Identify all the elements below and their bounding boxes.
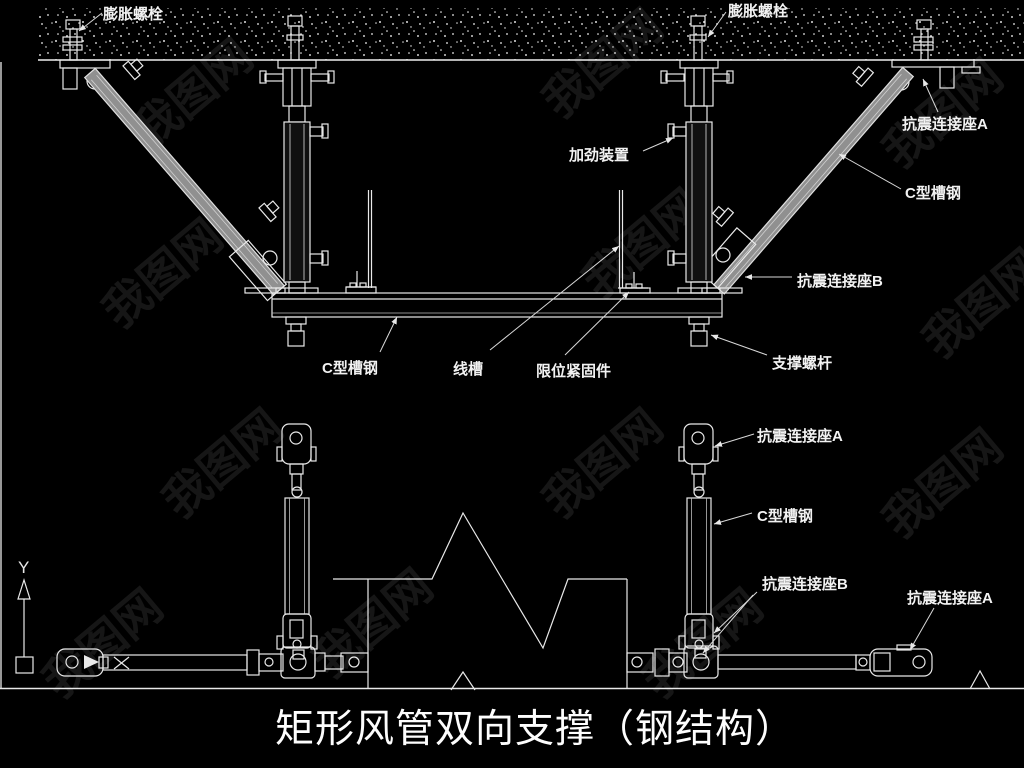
annotation-labels: 膨胀螺栓 膨胀螺栓 抗震连接座A C型槽钢 加劲装置 抗震连接座B C型槽钢 线…: [103, 2, 993, 607]
brace-bolt: [258, 200, 280, 223]
leader-plan-c-channel: [713, 512, 753, 525]
brace-bolt: [122, 58, 144, 81]
label-limit-fastener: 限位紧固件: [536, 362, 611, 380]
support-bolt-left: [285, 316, 307, 347]
drawing-title: 矩形风管双向支撑（钢结构）: [275, 707, 795, 752]
label-c-channel-upper: C型槽钢: [905, 184, 961, 202]
leader-limit-fastener: [564, 291, 630, 356]
hanger-left: [259, 15, 335, 294]
label-wire-trough: 线槽: [453, 360, 483, 378]
label-c-channel-lower: C型槽钢: [322, 359, 378, 377]
plan-horizontal-member-left: [56, 646, 369, 679]
label-expansion-bolt-right: 膨胀螺栓: [728, 2, 788, 20]
leader-plan-seat-a-right: [909, 607, 935, 651]
wire-trough-partition-right: [618, 190, 651, 294]
leader-plan-seat-a-top: [714, 433, 755, 447]
leader-support-rod: [710, 334, 768, 356]
horizontal-channel: [271, 292, 723, 318]
label-stiffener: 加劲装置: [568, 146, 629, 164]
leader-stiffener: [642, 137, 674, 152]
slab-hatch: [38, 8, 1024, 60]
hanger-right: [660, 15, 734, 294]
label-plan-c-channel: C型槽钢: [757, 507, 813, 525]
leader-lines: [78, 11, 939, 654]
wire-trough-partition-left: [345, 190, 377, 294]
plan-vertical-channel-left: [276, 423, 318, 650]
leader-expansion-bolt-left: [78, 12, 103, 32]
label-plan-seat-a-top: 抗震连接座A: [757, 427, 843, 445]
label-plan-seat-a-right: 抗震连接座A: [907, 589, 993, 607]
label-expansion-bolt-left: 膨胀螺栓: [103, 5, 163, 23]
leader-expansion-bolt-right: [707, 11, 727, 38]
ceiling-slab: [38, 8, 1024, 61]
leader-c-channel-upper: [838, 153, 902, 190]
leader-c-channel-lower: [379, 316, 398, 353]
ucs-y-label: Y: [18, 558, 29, 577]
plan-view: [56, 423, 991, 691]
label-seismic-seat-b-upper: 抗震连接座B: [797, 272, 883, 290]
diagonal-brace-right: [698, 65, 915, 295]
ucs-icon: Y: [15, 558, 34, 674]
brace-bolt: [712, 205, 735, 228]
leader-plan-seat-b-2: [702, 594, 754, 654]
label-seismic-seat-a-upper: 抗震连接座A: [902, 115, 988, 133]
leader-seismic-seat-a-upper: [922, 78, 939, 113]
label-plan-seat-b: 抗震连接座B: [762, 575, 848, 593]
elevation-view: [59, 15, 981, 347]
diagonal-brace-left: [83, 58, 288, 302]
anchor-bolt-right: [913, 19, 934, 61]
brace-bolt: [852, 65, 875, 88]
leader-wire-trough: [489, 245, 620, 351]
plan-vertical-channel-right: [678, 423, 720, 650]
support-bolt-right: [688, 316, 710, 347]
plan-horizontal-member-right: [626, 644, 933, 679]
label-support-rod: 支撑螺杆: [771, 354, 832, 372]
